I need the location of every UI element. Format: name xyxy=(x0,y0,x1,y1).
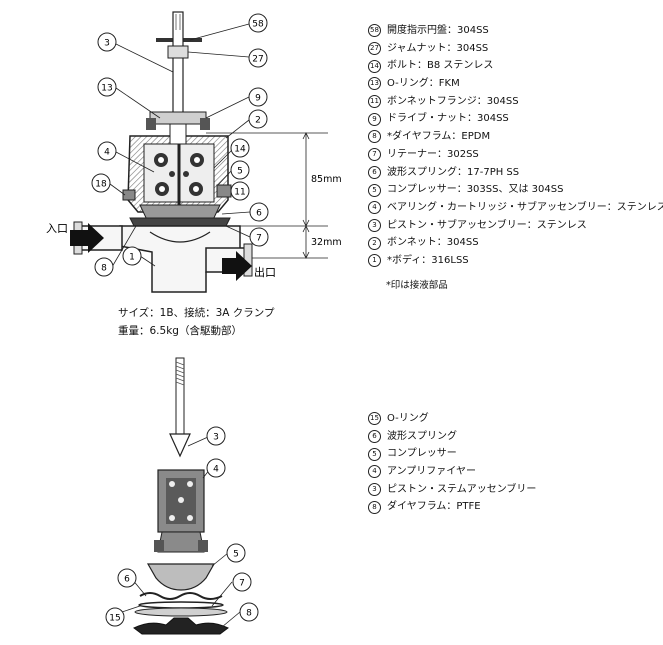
dimension-lines xyxy=(206,132,328,259)
callout-1: 1 xyxy=(122,246,142,266)
callout-5-bottom: 5 xyxy=(226,543,246,563)
drive-nut xyxy=(149,111,207,125)
callout-14: 14 xyxy=(230,138,250,158)
diaphragm xyxy=(129,217,231,227)
svg-text:3: 3 xyxy=(213,433,219,443)
inlet-arrow xyxy=(70,223,104,253)
callout-7-bottom: 7 xyxy=(232,572,252,592)
callouts-bottom: 3 4 5 6 7 15 8 xyxy=(105,426,259,627)
spec-size: サイズ：1B、接続：3A クランプ xyxy=(118,307,275,319)
inlet-label: 入口 xyxy=(46,222,68,235)
svg-text:27: 27 xyxy=(252,55,263,65)
exploded-amplifier xyxy=(154,469,208,553)
exploded-piston-head xyxy=(169,433,191,458)
callout-9: 9 xyxy=(248,87,268,107)
callout-2: 2 xyxy=(248,109,268,129)
callout-4: 4 xyxy=(97,141,117,161)
parts-list-item: 8*ダイヤフラム：EPDM xyxy=(368,128,663,146)
svg-text:7: 7 xyxy=(239,579,245,589)
svg-text:1: 1 xyxy=(129,253,135,263)
svg-text:5: 5 xyxy=(233,550,239,560)
svg-text:2: 2 xyxy=(255,116,261,126)
svg-text:18: 18 xyxy=(95,180,107,190)
callout-5: 5 xyxy=(230,160,250,180)
jam-nut xyxy=(167,45,189,59)
spec-weight: 重量：6.5kg（含駆動部） xyxy=(118,325,242,337)
svg-text:14: 14 xyxy=(234,145,246,155)
exploded-wave-spring xyxy=(139,592,223,600)
callout-18: 18 xyxy=(91,173,111,193)
callout-4-bottom: 4 xyxy=(206,458,226,478)
callout-13: 13 xyxy=(97,77,117,97)
exploded-o-ring xyxy=(138,601,224,609)
outlet-arrow xyxy=(222,251,252,281)
exploded-stem xyxy=(175,357,185,435)
svg-text:6: 6 xyxy=(256,209,262,219)
callout-15-bottom: 15 xyxy=(105,607,125,627)
svg-text:3: 3 xyxy=(104,39,110,49)
svg-text:4: 4 xyxy=(213,465,219,475)
callout-3: 3 xyxy=(97,32,117,52)
outlet-label: 出口 xyxy=(254,265,276,279)
dimension-32mm: 32mm xyxy=(311,237,342,248)
callout-27: 27 xyxy=(248,48,268,68)
wetted-parts-note: *印は接液部品 xyxy=(386,280,448,291)
svg-text:6: 6 xyxy=(124,575,130,585)
svg-text:9: 9 xyxy=(255,94,261,104)
callout-11: 11 xyxy=(230,181,250,201)
exploded-diaphragm xyxy=(133,617,229,635)
callout-6-bottom: 6 xyxy=(117,568,137,588)
callouts-top: 58 27 3 13 9 2 4 14 5 11 18 6 7 8 1 xyxy=(91,13,269,277)
piston-assembly xyxy=(154,144,204,205)
svg-text:58: 58 xyxy=(252,20,264,30)
svg-text:8: 8 xyxy=(101,264,107,274)
exploded-compressor xyxy=(146,563,216,591)
svg-text:15: 15 xyxy=(109,614,120,624)
dimension-85mm: 85mm xyxy=(311,174,342,185)
svg-text:7: 7 xyxy=(256,234,262,244)
svg-text:13: 13 xyxy=(101,84,112,94)
svg-text:11: 11 xyxy=(234,188,245,198)
parts-list-item: 1*ボディ：316LSS xyxy=(368,252,663,270)
leader-lines-bottom xyxy=(121,436,241,628)
callout-6: 6 xyxy=(249,202,269,222)
svg-text:4: 4 xyxy=(104,148,110,158)
callout-58: 58 xyxy=(248,13,268,33)
callout-3-bottom: 3 xyxy=(206,426,226,446)
callout-8: 8 xyxy=(94,257,114,277)
svg-text:8: 8 xyxy=(246,609,252,619)
callout-8-bottom: 8 xyxy=(239,602,259,622)
exploded-retainer xyxy=(134,607,228,617)
callout-7: 7 xyxy=(249,227,269,247)
svg-text:5: 5 xyxy=(237,167,243,177)
